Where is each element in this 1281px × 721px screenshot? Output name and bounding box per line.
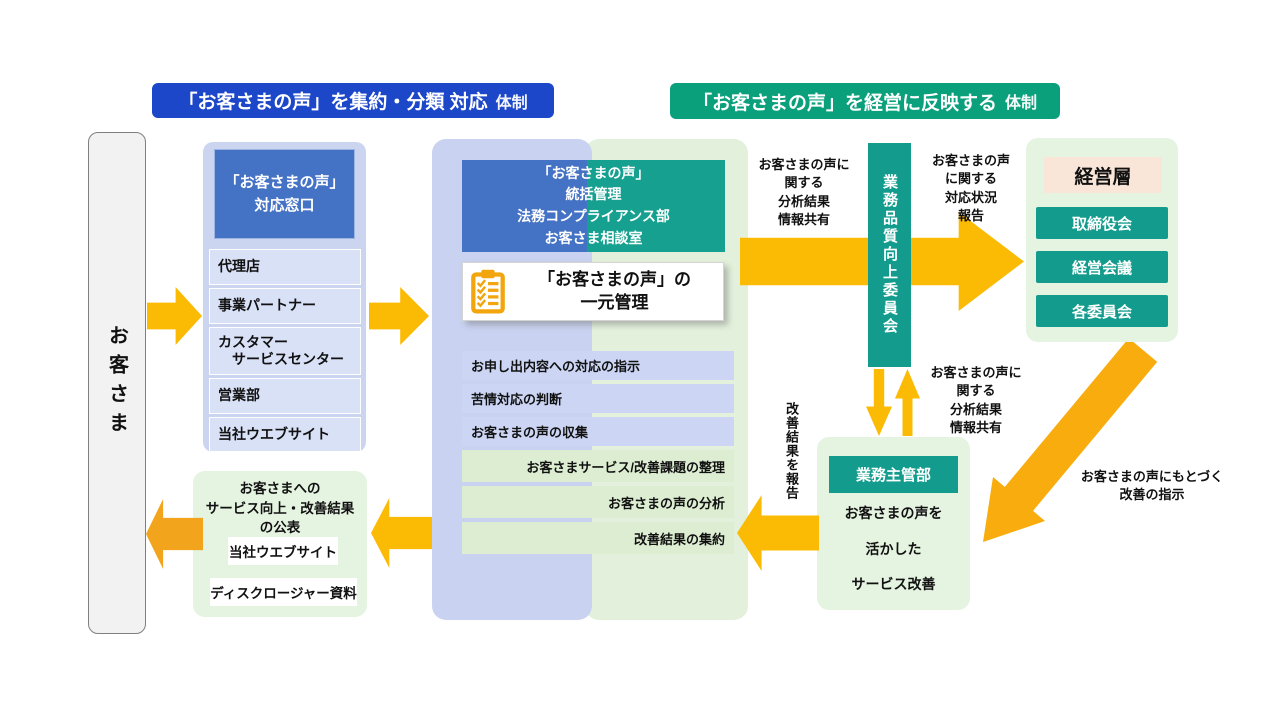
management-item-meeting: 経営会議 bbox=[1036, 251, 1168, 283]
arrow-management-to-department bbox=[975, 338, 1165, 552]
committee-label: 業務品質向上委員会 bbox=[881, 174, 898, 336]
list-item: お客さまの声の収集 bbox=[462, 417, 734, 446]
banner-reflect-suffix: 体制 bbox=[1005, 95, 1038, 112]
arrow-central-to-publish bbox=[371, 498, 432, 568]
banner-reflect-management: 「お客さまの声」を経営に反映する 体制 bbox=[670, 83, 1060, 119]
customer-bar: お客さま bbox=[88, 132, 146, 634]
label-analysis-share-left: お客さまの声に 関する 分析結果 情報共有 bbox=[758, 157, 850, 228]
arrow-department-to-central bbox=[737, 495, 819, 571]
clipboard-icon bbox=[470, 268, 506, 315]
management-item-board: 取締役会 bbox=[1036, 207, 1168, 239]
list-item: お申し出内容への対応の指示 bbox=[462, 351, 734, 380]
banner-collect-suffix: 体制 bbox=[495, 94, 528, 112]
arrow-committee-to-department bbox=[866, 369, 892, 436]
department-text: お客さまの声を 活かした サービス改善 bbox=[844, 505, 943, 593]
list-item: 代理店 bbox=[209, 249, 361, 285]
reception-header-label: 「お客さまの声」 対応窓口 bbox=[224, 173, 345, 214]
list-item: 改善結果の集約 bbox=[462, 522, 734, 554]
department-header-label: 業務主管部 bbox=[855, 467, 931, 484]
list-item: 事業パートナー bbox=[209, 288, 361, 324]
arrow-reception-to-central bbox=[369, 287, 429, 345]
publish-item-website: 当社ウエブサイト bbox=[228, 537, 338, 565]
reception-channels: 代理店 事業パートナー カスタマー サービスセンター 営業部 当社ウエブサイト bbox=[209, 249, 361, 455]
label-status-report: お客さまの声 に関する 対応状況 報告 bbox=[931, 153, 1010, 224]
central-functions: お申し出内容への対応の指示 苦情対応の判断 お客さまの声の収集 お客さまサービス… bbox=[462, 351, 734, 558]
list-item: 当社ウエブサイト bbox=[209, 417, 361, 452]
customer-label: お客さま bbox=[105, 325, 128, 441]
banner-reflect-text: 「お客さまの声」を経営に反映する bbox=[692, 92, 997, 114]
committee-bar: 業務品質向上委員会 bbox=[868, 143, 911, 367]
banner-collect-classify: 「お客さまの声」を集約・分類 対応 体制 bbox=[152, 83, 554, 118]
label-improvement-directive: お客さまの声にもとづく 改善の指示 bbox=[1080, 469, 1224, 503]
central-header-label: 「お客さまの声」 統括管理 法務コンプライアンス部 お客さま相談室 bbox=[517, 164, 670, 246]
list-item: 営業部 bbox=[209, 378, 361, 414]
management-header-label: 経営層 bbox=[1074, 166, 1132, 188]
label-analysis-share-right: お客さまの声に 関する 分析結果 情報共有 bbox=[930, 365, 1022, 436]
list-item: 苦情対応の判断 bbox=[462, 384, 734, 413]
department-header: 業務主管部 bbox=[829, 456, 958, 493]
reception-header: 「お客さまの声」 対応窓口 bbox=[214, 149, 355, 239]
list-item: お客さまサービス/改善課題の整理 bbox=[462, 450, 734, 482]
unified-management-label: 「お客さまの声」の 一元管理 bbox=[538, 269, 691, 312]
banner-collect-text: 「お客さまの声」を集約・分類 対応 bbox=[178, 92, 488, 113]
list-item: カスタマー サービスセンター bbox=[209, 327, 361, 375]
arrow-customer-to-reception bbox=[147, 287, 202, 345]
list-item: お客さまの声の分析 bbox=[462, 486, 734, 518]
management-header: 経営層 bbox=[1044, 157, 1162, 193]
publish-item-disclosure: ディスクロージャー資料 bbox=[210, 578, 357, 606]
management-item-committees: 各委員会 bbox=[1036, 295, 1168, 327]
label-improvement-report: 改善結果を報告 bbox=[784, 402, 799, 500]
central-header: 「お客さまの声」 統括管理 法務コンプライアンス部 お客さま相談室 bbox=[462, 160, 725, 252]
publish-text: お客さまへの サービス向上・改善結果 の公表 bbox=[205, 481, 355, 536]
unified-management-box: 「お客さまの声」の 一元管理 bbox=[462, 262, 724, 321]
